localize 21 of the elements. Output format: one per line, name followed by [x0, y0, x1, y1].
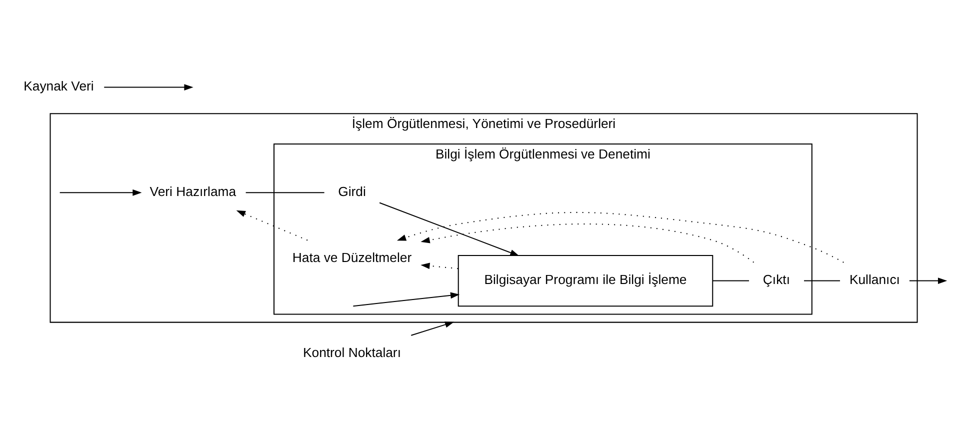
arrow: [908, 278, 947, 284]
arrow: [420, 262, 458, 270]
arrow: [378, 202, 519, 256]
node-text: Girdi: [338, 184, 366, 200]
node-text: Hata ve Düzeltmeler: [292, 250, 412, 265]
node-text: Kaynak Veri: [23, 78, 94, 94]
arrow: [410, 322, 454, 336]
connector: [712, 280, 749, 282]
arrow: [420, 224, 754, 263]
node-text: Kullanıcı: [848, 272, 900, 288]
node-box: Bilgisayar Programı ile Bilgi İşleme: [457, 254, 713, 307]
arrow: [396, 212, 844, 263]
node-text: Kontrol Noktaları: [302, 345, 400, 360]
connector: [804, 280, 840, 282]
node-text: Veri Hazırlama: [149, 184, 236, 200]
arrow: [59, 189, 142, 196]
arrow: [104, 84, 193, 90]
node-text: Çıktı: [762, 272, 790, 288]
arrow: [236, 210, 308, 241]
connector: [245, 192, 324, 194]
arrow: [352, 292, 460, 307]
